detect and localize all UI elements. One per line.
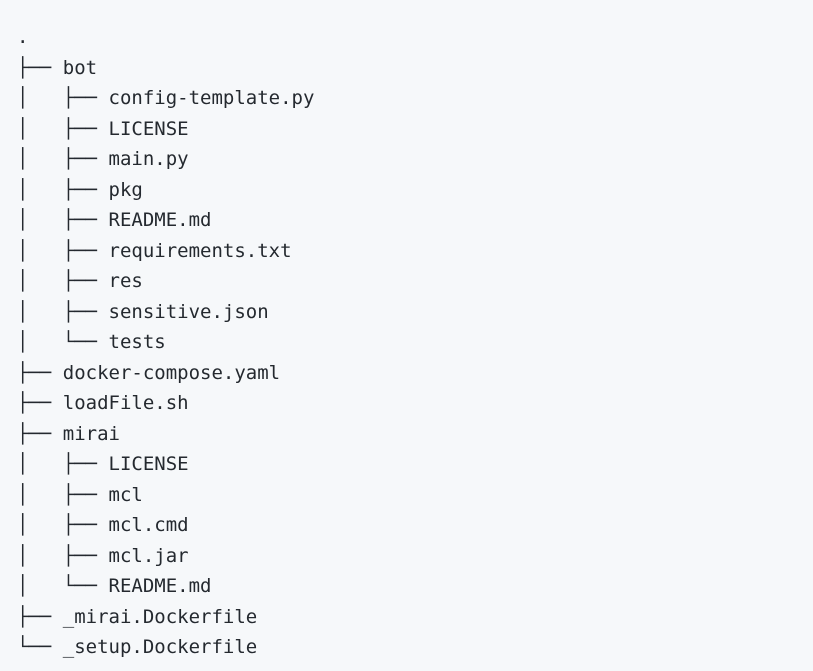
- tree-root-line: .: [17, 26, 29, 48]
- tree-line-main-py: │ ├── main.py: [17, 148, 189, 170]
- tree-line-setup-dockerfile: └── _setup.Dockerfile: [17, 636, 258, 658]
- tree-line-mirai-license: │ ├── LICENSE: [17, 453, 189, 475]
- tree-line-config-template-py: │ ├── config-template.py: [17, 87, 315, 109]
- tree-line-sensitive-json: │ ├── sensitive.json: [17, 300, 269, 323]
- tree-line-mirai-dockerfile: ├── _mirai.Dockerfile: [17, 605, 258, 628]
- tree-line-pkg: │ ├── pkg: [17, 178, 143, 201]
- tree-line-mcl-cmd: │ ├── mcl.cmd: [17, 514, 189, 536]
- tree-line-bot-license: │ ├── LICENSE: [17, 117, 189, 140]
- tree-line-docker-compose-yaml: ├── docker-compose.yaml: [17, 361, 281, 384]
- tree-line-bot-readme-md: │ ├── README.md: [17, 209, 212, 231]
- tree-line-mcl: │ ├── mcl: [17, 483, 143, 506]
- tree-line-dir-mirai: ├── mirai: [17, 422, 120, 445]
- tree-line-dir-bot: ├── bot: [17, 56, 98, 79]
- tree-line-requirements-txt: │ ├── requirements.txt: [17, 239, 292, 262]
- tree-line-loadfile-sh: ├── loadFile.sh: [17, 392, 189, 414]
- tree-line-mirai-readme-md: │ └── README.md: [17, 575, 212, 597]
- tree-line-res: │ ├── res: [17, 270, 143, 292]
- tree-line-mcl-jar: │ ├── mcl.jar: [17, 544, 189, 567]
- tree-line-tests: │ └── tests: [17, 331, 166, 353]
